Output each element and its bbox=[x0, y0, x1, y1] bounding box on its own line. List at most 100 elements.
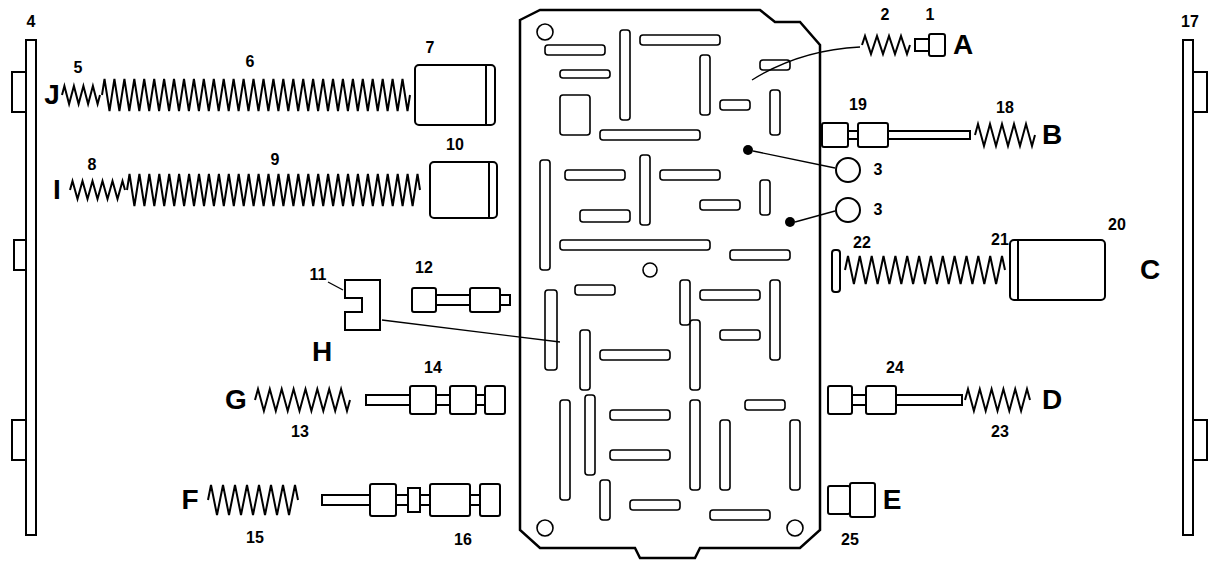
callout-number: 18 bbox=[996, 100, 1014, 116]
bolt-hole bbox=[787, 520, 803, 536]
coil-spring bbox=[102, 79, 410, 111]
retainer-clip bbox=[345, 280, 380, 330]
fluid-channel bbox=[745, 400, 785, 410]
sleeve-edge bbox=[485, 66, 487, 124]
callout-number: 15 bbox=[246, 530, 264, 546]
callout-number: 3 bbox=[874, 202, 883, 218]
fluid-channels bbox=[540, 30, 800, 520]
callout-letter: E bbox=[883, 486, 902, 514]
leader-line bbox=[753, 151, 835, 168]
valve-land bbox=[858, 123, 888, 147]
fluid-channel bbox=[600, 480, 610, 520]
fluid-channel bbox=[760, 60, 790, 70]
callout-number: 23 bbox=[991, 424, 1009, 440]
valve-body bbox=[520, 10, 820, 558]
callout-number: 17 bbox=[1181, 14, 1199, 30]
bolt-holes bbox=[537, 24, 803, 536]
valve-land bbox=[822, 123, 848, 147]
callout-letter: C bbox=[1140, 256, 1160, 284]
fluid-channel bbox=[700, 200, 740, 210]
callout-number: 8 bbox=[88, 157, 97, 173]
fluid-channel bbox=[600, 350, 670, 360]
valve-land bbox=[408, 488, 420, 512]
callout-letter: I bbox=[53, 176, 61, 204]
callout-number: 4 bbox=[27, 14, 36, 30]
plug bbox=[915, 39, 929, 51]
valve-land bbox=[410, 386, 436, 414]
check-ball bbox=[836, 198, 860, 222]
valve-land bbox=[370, 484, 396, 516]
fluid-channel bbox=[630, 500, 680, 510]
end-plate bbox=[1183, 40, 1193, 535]
plug bbox=[929, 34, 945, 56]
leader-line bbox=[328, 282, 343, 290]
callout-number: 5 bbox=[74, 60, 83, 76]
valve-land bbox=[850, 483, 875, 517]
leader-line bbox=[752, 47, 860, 80]
fluid-channel bbox=[575, 285, 615, 295]
fluid-channel bbox=[620, 30, 630, 120]
callout-letter: D bbox=[1042, 386, 1062, 414]
springs bbox=[62, 36, 1035, 515]
valve-land bbox=[828, 486, 850, 514]
fluid-channel bbox=[560, 70, 610, 78]
fluid-channel bbox=[700, 55, 710, 115]
callout-number: 22 bbox=[853, 235, 871, 251]
callout-letter: H bbox=[312, 338, 332, 366]
fluid-channel bbox=[640, 155, 650, 225]
pin bbox=[832, 250, 840, 292]
fluid-channel bbox=[660, 170, 720, 180]
callout-letter: J bbox=[44, 81, 60, 109]
end-plate bbox=[26, 40, 36, 535]
callout-number: 14 bbox=[424, 360, 442, 376]
coil-spring bbox=[208, 485, 298, 515]
callout-number: 19 bbox=[849, 97, 867, 113]
callout-number: 6 bbox=[246, 54, 255, 70]
fluid-channel bbox=[720, 100, 750, 110]
fluid-channel bbox=[580, 210, 630, 222]
fluid-channel bbox=[600, 130, 700, 140]
callout-number: 16 bbox=[454, 532, 472, 548]
valve-land bbox=[430, 484, 470, 516]
coil-spring bbox=[62, 86, 100, 104]
fluid-channel bbox=[730, 250, 790, 260]
fluid-channel bbox=[680, 280, 690, 325]
fluid-channel bbox=[610, 410, 670, 420]
fluid-channel bbox=[545, 45, 605, 55]
fluid-channel bbox=[790, 420, 800, 490]
fluid-channel bbox=[710, 510, 770, 520]
callout-number: 25 bbox=[841, 532, 859, 548]
bolt-hole bbox=[537, 24, 553, 40]
coil-spring bbox=[862, 36, 910, 54]
callout-number: 11 bbox=[310, 267, 327, 283]
callout-number: 13 bbox=[291, 424, 309, 440]
sleeve-edge bbox=[488, 163, 490, 217]
callout-number: 7 bbox=[426, 40, 435, 56]
callout-letter: A bbox=[953, 31, 973, 59]
fluid-channel bbox=[770, 280, 780, 360]
check-ball-seat bbox=[785, 217, 795, 227]
fluid-channel bbox=[580, 330, 590, 390]
sleeve-edge bbox=[1017, 241, 1019, 299]
coil-spring bbox=[845, 256, 1005, 284]
callout-number: 10 bbox=[446, 137, 464, 153]
plate-boss bbox=[12, 420, 26, 460]
leader-line bbox=[382, 320, 560, 342]
valves bbox=[322, 34, 1105, 517]
callout-number: 1 bbox=[926, 7, 935, 23]
fluid-channel bbox=[545, 290, 557, 370]
callout-number: 12 bbox=[415, 260, 433, 276]
callout-number: 20 bbox=[1108, 217, 1126, 233]
plate-boss bbox=[14, 240, 26, 270]
coil-spring bbox=[975, 124, 1035, 146]
fluid-channel bbox=[720, 420, 730, 490]
coil-spring bbox=[127, 174, 420, 206]
fluid-channel bbox=[640, 35, 720, 45]
callout-letter: G bbox=[225, 386, 247, 414]
coil-spring bbox=[965, 389, 1030, 411]
valve-body-outline bbox=[520, 10, 820, 558]
valve-land bbox=[866, 386, 896, 414]
fluid-channel bbox=[690, 400, 700, 490]
